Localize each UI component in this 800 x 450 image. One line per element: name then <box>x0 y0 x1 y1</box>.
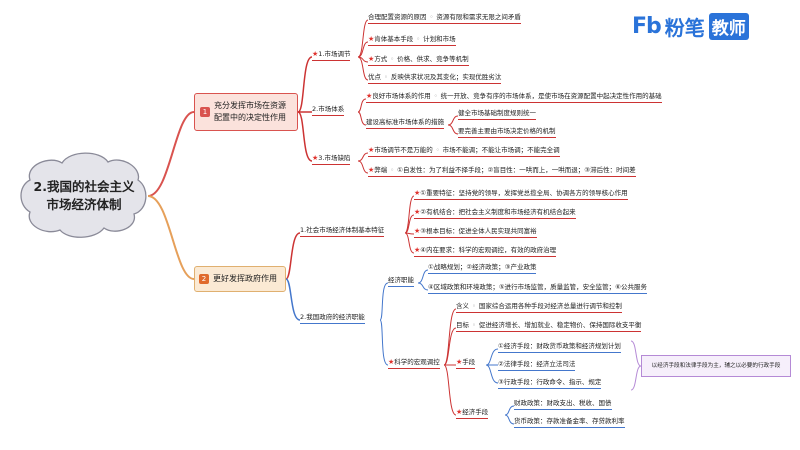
means-legal: ②法律手段：经济立法司法 <box>498 360 576 371</box>
branch-market-node[interactable]: 1 充分发挥市场在资源配置中的决定性作用 <box>194 93 298 131</box>
feature-item-1: ★①重要特征：坚持党的领导，发挥党总揽全局、协调各方的领导核心作用 <box>414 189 628 200</box>
reason-item: 合理配置资源的原因◦资源有限和需求无限之间矛盾 <box>368 13 521 24</box>
gov-functions-node[interactable]: 2.我国政府的经济职能 <box>300 313 365 324</box>
basic-features-node[interactable]: 1.社会市场经济体制基本特征 <box>300 226 385 237</box>
market-regulation-node[interactable]: ★1.市场调节 <box>312 50 351 61</box>
star-icon: ★ <box>366 92 373 100</box>
means-item: ★肯体基本手段◦计划和市场 <box>368 35 456 46</box>
priority-1-icon: 1 <box>200 107 210 117</box>
economic-duty-node[interactable]: 经济职能 <box>388 276 414 287</box>
advantage-item: 优点◦反映供求状况及其变化；实现优胜劣汰 <box>368 73 502 84</box>
root-node[interactable]: 2.我国的社会主义市场经济体制 <box>20 160 148 232</box>
branch-government-node[interactable]: 2 更好发挥政府作用 <box>194 266 286 292</box>
root-title: 2.我国的社会主义市场经济体制 <box>33 179 135 212</box>
feature-item-2: ★②有机结合：把社会主义制度和市场经济有机结合起来 <box>414 208 576 219</box>
fenbi-logo: Fb 粉笔 教师 <box>632 12 749 40</box>
fenbi-mark: Fb <box>632 13 662 39</box>
macro-meaning: 含义◦国家综合运用各种手段对经济总量进行调节和控制 <box>456 302 622 313</box>
means-note: 以经济手段和法律手段为主，辅之以必要的行政手段 <box>641 355 791 377</box>
duty-line-1: ①战略规划；②经济政策；③产业政策 <box>428 263 537 274</box>
branch-market-label: 充分发挥市场在资源配置中的决定性作用 <box>214 101 286 122</box>
method-item: ★方式◦价格、供求、竞争等机制 <box>368 55 469 66</box>
star-icon: ★ <box>368 166 375 174</box>
defect-not-omnipotent: ★市场调节不是万能的◦市场不能调；不能让市场调；不能完全调 <box>368 146 560 157</box>
system-measure-a: 健全市场基础制度规则统一 <box>458 109 536 120</box>
monetary-policy: 货币政策：存款准备金率、存贷款利率 <box>514 417 625 428</box>
star-icon: ★ <box>388 358 395 366</box>
star-icon: ★ <box>312 50 319 58</box>
macro-control-node[interactable]: ★科学的宏观调控 <box>388 358 440 369</box>
fenbi-name: 粉笔 <box>664 15 705 40</box>
market-system-node[interactable]: 2.市场体系 <box>312 105 345 116</box>
market-defect-node[interactable]: ★3.市场缺陷 <box>312 154 351 165</box>
fenbi-tag: 教师 <box>708 12 749 40</box>
star-icon: ★ <box>456 358 463 366</box>
duty-line-2: ④区域政策和环境政策；⑤进行市场监管，质量监管，安全监管；⑥公共服务 <box>428 283 647 294</box>
star-icon: ★ <box>414 189 421 197</box>
means-economic: ①经济手段：财政货币政策和经济规划计划 <box>498 342 621 353</box>
star-icon: ★ <box>456 408 463 416</box>
feature-item-4: ★④内在要求：科学的宏观调控，有效的政府治理 <box>414 246 557 257</box>
means-administrative: ③行政手段：行政命令、指示、规定 <box>498 378 602 389</box>
system-measure-b: 要完善主要由市场决定价格的机制 <box>458 127 556 138</box>
star-icon: ★ <box>368 146 375 154</box>
root-cloud <box>20 152 147 238</box>
macro-goal: 目标◦促进经济增长、增加就业、稳定物价、保持国际收支平衡 <box>456 321 642 332</box>
system-measure-item: 建设高标准市场体系的措施 <box>366 118 444 129</box>
priority-2-icon: 2 <box>199 274 209 284</box>
star-icon: ★ <box>414 208 421 216</box>
system-role-item: ★良好市场体系的作用◦统一开放、竞争有序的市场体系，是使市场在资源配置中起决定性… <box>366 92 662 103</box>
economic-means-node[interactable]: ★经济手段 <box>456 408 489 419</box>
star-icon: ★ <box>414 246 421 254</box>
macro-means-node[interactable]: ★手段 <box>456 358 476 369</box>
star-icon: ★ <box>312 154 319 162</box>
feature-item-3: ★③根本目标：促进全体人民实现共同富裕 <box>414 227 537 238</box>
star-icon: ★ <box>368 35 375 43</box>
star-icon: ★ <box>414 227 421 235</box>
branch-government-label: 更好发挥政府作用 <box>213 274 277 283</box>
defect-drawbacks: ★弊端◦①自发性：为了利益不择手段；②盲目性：一哄而上，一哄而退；③滞后性：时间… <box>368 166 636 177</box>
star-icon: ★ <box>368 55 375 63</box>
fiscal-policy: 财政政策：财政支出、税收、国债 <box>514 399 612 410</box>
